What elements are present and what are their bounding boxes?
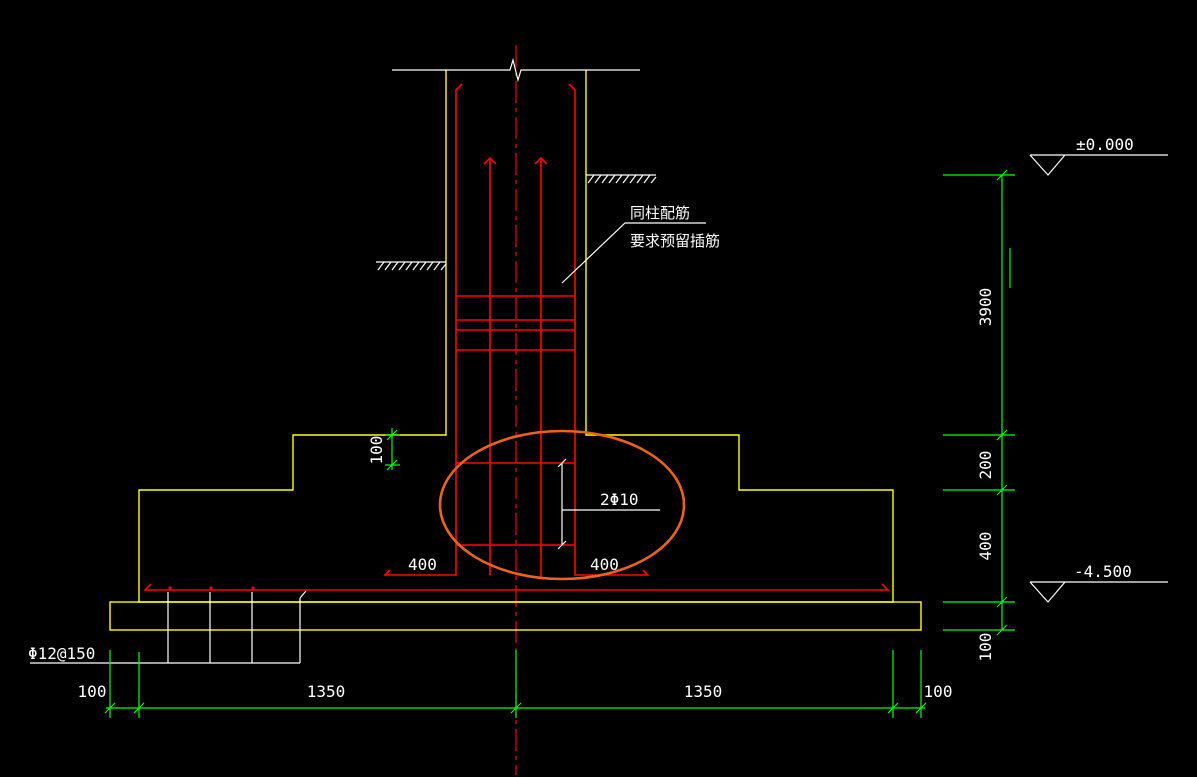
footing-stirrups	[456, 462, 575, 546]
dimension-vertical-3900: 3900	[976, 288, 995, 327]
ground-hatch-right	[586, 174, 657, 184]
stirrup-leader	[557, 458, 660, 550]
highlight-ellipse	[438, 429, 686, 581]
rebar-dot	[251, 586, 255, 590]
footing-bottom-rebar	[143, 583, 890, 591]
dimension-vertical-400: 400	[976, 532, 995, 561]
vertical-dimension-chain	[943, 169, 1015, 636]
elevation-marker-bottom	[1029, 581, 1168, 603]
column-stirrups	[456, 295, 575, 351]
horizontal-dimension-chain	[104, 650, 927, 718]
bottom-rebar-label: Φ12@150	[28, 644, 95, 663]
bottom-rebar-leader	[30, 590, 307, 664]
cushion-layer	[109, 601, 922, 631]
column-break-line	[392, 57, 640, 83]
elevation-top-label: ±0.000	[1076, 135, 1134, 154]
dimension-horizontal-100-right: 100	[924, 682, 953, 701]
dimension-vertical-200: 200	[976, 451, 995, 480]
dimension-horizontal-100-left: 100	[78, 682, 107, 701]
dimension-horizontal-1350-left: 1350	[307, 682, 346, 701]
rebar-note-line2: 要求预留插筋	[630, 232, 720, 250]
rebar-dot	[209, 586, 213, 590]
dimension-horizontal-1350-right: 1350	[684, 682, 723, 701]
rebar-note-leader	[561, 222, 706, 284]
column-rebar-left	[383, 83, 463, 576]
step-height-dimension	[385, 428, 400, 471]
column-rebar-inner-left	[483, 156, 497, 575]
stirrup-label: 2Φ10	[600, 490, 639, 509]
dimension-vertical-100: 100	[976, 633, 995, 662]
column-rebar-right	[568, 83, 650, 576]
rebar-dot	[168, 586, 172, 590]
column-rebar-inner-right	[534, 156, 548, 578]
elevation-marker-top	[1029, 154, 1168, 176]
hook-length-left: 400	[408, 555, 437, 574]
dimension-step-height: 100	[367, 436, 386, 465]
elevation-bottom-label: -4.500	[1074, 562, 1132, 581]
hook-length-right: 400	[590, 555, 619, 574]
ground-hatch-left	[376, 261, 447, 271]
rebar-note-line1: 同柱配筋	[630, 204, 690, 222]
